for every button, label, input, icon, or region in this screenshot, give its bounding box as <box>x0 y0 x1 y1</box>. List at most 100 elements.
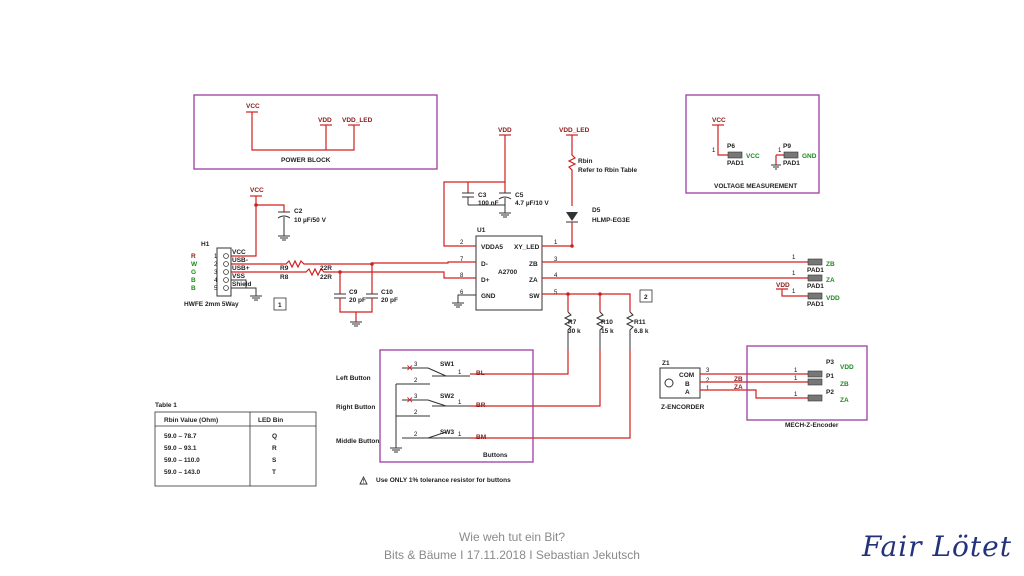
svg-text:2: 2 <box>644 294 648 301</box>
net-vcc-power: VCC <box>246 103 260 110</box>
cap-c3 <box>462 192 474 205</box>
buttons-block-frame <box>379 349 534 463</box>
svg-text:1: 1 <box>778 148 782 154</box>
resistor-r10 <box>595 311 605 350</box>
net-vcc-green: VCC <box>746 153 760 160</box>
label-p9: P9 <box>783 143 791 150</box>
svg-text:1: 1 <box>712 148 716 154</box>
svg-text:XY_LED: XY_LED <box>514 244 540 251</box>
net-gnd-green: GND <box>802 153 817 160</box>
svg-text:1: 1 <box>792 289 796 295</box>
svg-text:ZA: ZA <box>840 397 849 404</box>
svg-text:R8: R8 <box>280 274 289 281</box>
svg-text:R11: R11 <box>634 319 646 326</box>
svg-text:ZA: ZA <box>529 277 538 284</box>
marker-box-2 <box>639 289 653 303</box>
cap-c5 <box>498 192 512 213</box>
svg-text:Rbin Value (Ohm): Rbin Value (Ohm) <box>164 417 218 424</box>
usb-minus-wire <box>231 259 476 269</box>
svg-text:2: 2 <box>706 378 710 384</box>
svg-text:ZA: ZA <box>734 384 743 391</box>
svg-text:2: 2 <box>460 240 464 246</box>
svg-text:USB+: USB+ <box>232 265 250 272</box>
h1-desc: HWFE 2mm 5Way <box>184 301 239 308</box>
svg-text:!: ! <box>363 479 365 485</box>
svg-text:Rbin: Rbin <box>578 158 592 165</box>
svg-text:C2: C2 <box>294 208 303 215</box>
svg-text:SW1: SW1 <box>440 361 454 368</box>
u1-chip <box>475 235 543 311</box>
led-d5 <box>566 212 578 221</box>
svg-text:1: 1 <box>706 386 710 392</box>
rbin-table <box>154 411 317 487</box>
svg-text:5: 5 <box>214 286 218 292</box>
svg-text:1: 1 <box>794 392 798 398</box>
svg-text:15 k: 15 k <box>601 328 614 335</box>
net-vdd-led: VDD_LED <box>559 127 590 134</box>
svg-text:LED Bin: LED Bin <box>258 417 283 424</box>
label-left-button: Left Button <box>336 375 371 382</box>
svg-text:Z1: Z1 <box>662 360 670 367</box>
power-block-wires <box>251 112 355 151</box>
svg-text:R9: R9 <box>280 265 289 272</box>
svg-text:A: A <box>685 389 690 396</box>
resistor-r7 <box>563 311 573 350</box>
svg-text:P1: P1 <box>826 373 834 380</box>
svg-text:VDDA5: VDDA5 <box>481 244 503 251</box>
footer-title: Wie weh tut ein Bit? <box>458 530 566 544</box>
cap-c2 <box>277 211 291 241</box>
svg-text:ZB: ZB <box>734 376 743 383</box>
svg-text:1: 1 <box>794 376 798 382</box>
svg-text:1: 1 <box>794 368 798 374</box>
svg-text:PAD1: PAD1 <box>807 283 824 290</box>
svg-text:R: R <box>191 253 196 260</box>
encoder-wires <box>700 373 808 399</box>
cap-c9 <box>334 293 346 299</box>
u1-part: A2700 <box>498 269 518 276</box>
svg-text:ZB: ZB <box>529 261 538 268</box>
voltage-block-frame <box>685 94 820 194</box>
svg-text:2: 2 <box>214 262 218 268</box>
pad-za <box>807 274 823 282</box>
footer-subtitle: Bits & Bäume I 17.11.2018 I Sebastian Je… <box>384 548 640 562</box>
encoder-z1 <box>659 367 701 399</box>
resistor-r11 <box>625 311 635 350</box>
table-row: 59.0 – 93.1 <box>164 445 197 452</box>
svg-text:1: 1 <box>214 254 218 260</box>
ground-icon <box>771 164 781 170</box>
svg-text:10 µF/50 V: 10 µF/50 V <box>294 217 327 224</box>
svg-text:1: 1 <box>458 400 462 406</box>
table-row: 59.0 – 78.7 <box>164 433 197 440</box>
svg-text:P3: P3 <box>826 359 834 366</box>
svg-text:Refer to Rbin Table: Refer to Rbin Table <box>578 167 637 174</box>
ground-icon <box>499 212 511 218</box>
svg-text:C10: C10 <box>381 289 393 296</box>
net-vdd-u1: VDD <box>498 127 512 134</box>
svg-text:✕: ✕ <box>406 396 414 406</box>
svg-text:6: 6 <box>460 290 464 296</box>
svg-text:W: W <box>191 261 198 268</box>
svg-text:3: 3 <box>706 368 710 374</box>
svg-text:GND: GND <box>481 293 496 300</box>
net-vcc-vm: VCC <box>712 117 726 124</box>
svg-text:R: R <box>272 445 277 452</box>
svg-text:USB-: USB- <box>232 257 248 264</box>
svg-text:HLMP-EG3E: HLMP-EG3E <box>592 217 631 224</box>
svg-text:SW3: SW3 <box>440 429 454 436</box>
marker-box-1 <box>273 297 287 311</box>
svg-text:SW: SW <box>529 293 540 300</box>
label-p6: P6 <box>727 143 735 150</box>
svg-text:5: 5 <box>554 290 558 296</box>
svg-text:22R: 22R <box>320 265 332 272</box>
svg-text:1: 1 <box>554 240 558 246</box>
svg-text:PAD1: PAD1 <box>783 160 800 167</box>
svg-text:100 nF: 100 nF <box>478 200 499 207</box>
buttons-block-label: Buttons <box>483 452 508 459</box>
svg-text:2: 2 <box>414 378 418 384</box>
mech-z-encoder-label: MECH-Z-Encoder <box>785 422 839 429</box>
table-title: Table 1 <box>155 402 177 409</box>
svg-text:4.7 µF/10 V: 4.7 µF/10 V <box>515 200 549 207</box>
svg-text:PAD1: PAD1 <box>727 160 744 167</box>
table-row: 59.0 – 110.0 <box>164 457 200 464</box>
